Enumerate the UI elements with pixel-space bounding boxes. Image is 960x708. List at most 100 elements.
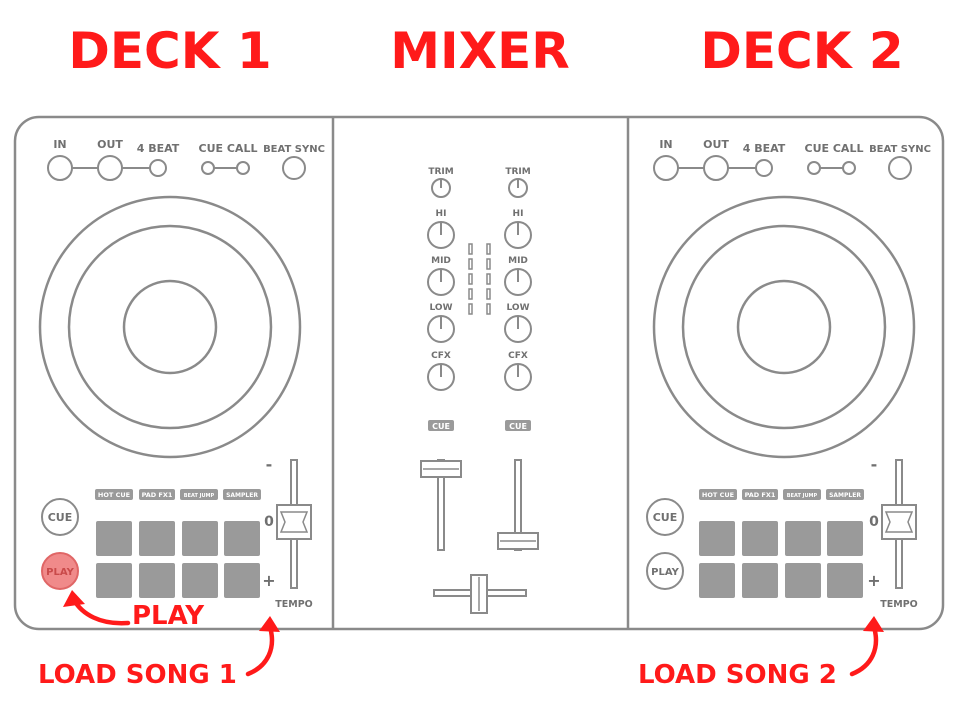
deck2-pad[interactable] — [742, 563, 778, 598]
load-song-2-arrowhead — [863, 616, 884, 632]
deck2-cue-call-prev-button[interactable] — [807, 161, 821, 175]
deck1-heading: DECK 1 — [68, 22, 271, 80]
ch2-cfx-label: CFX — [508, 351, 528, 361]
deck2-play-button[interactable] — [646, 552, 684, 590]
deck1-panel: IN OUT 4 BEAT CUE CALL BEAT SYNC HOT CUE… — [38, 138, 325, 610]
deck1-cue-call-prev-button[interactable] — [201, 161, 215, 175]
deck2-pad[interactable] — [785, 563, 821, 598]
deck1-4beat-button[interactable] — [149, 159, 167, 177]
deck1-tempo-fader[interactable] — [276, 504, 312, 540]
deck2-in-label: IN — [659, 138, 672, 151]
deck1-jog-wheel-center — [122, 279, 218, 375]
load-song-1-arrow — [245, 624, 275, 677]
deck1-4beat-label: 4 BEAT — [137, 142, 180, 155]
deck2-pad[interactable] — [699, 563, 735, 598]
deck2-jog-wheel-ring — [681, 224, 887, 430]
ch2-cue-button[interactable] — [505, 420, 531, 431]
deck1-sampler-mode-button[interactable] — [223, 489, 261, 500]
deck2-pad[interactable] — [827, 563, 863, 598]
deck1-cue-label: CUE — [48, 511, 73, 524]
deck1-pad[interactable] — [96, 521, 132, 556]
deck1-jog-wheel[interactable] — [38, 195, 302, 459]
deck2-hot-cue-mode-label: HOT CUE — [702, 491, 734, 499]
deck1-beat-sync-label: BEAT SYNC — [263, 144, 325, 155]
annotations: PLAY LOAD SONG 1 LOAD SONG 2 — [38, 590, 884, 690]
deck2-beat-jump-mode-button[interactable] — [783, 489, 821, 500]
deck1-pad[interactable] — [182, 521, 218, 556]
ch1-hi-label: HI — [436, 209, 447, 219]
deck2-play-label: PLAY — [651, 567, 679, 578]
deck2-pad[interactable] — [742, 521, 778, 556]
deck1-pad[interactable] — [182, 563, 218, 598]
deck2-panel: IN OUT 4 BEAT CUE CALL BEAT SYNC HOT CUE… — [646, 138, 931, 610]
deck2-pad[interactable] — [699, 521, 735, 556]
deck1-out-label: OUT — [97, 138, 123, 151]
deck2-cue-button[interactable] — [646, 498, 684, 536]
deck1-beat-jump-mode-label: BEAT JUMP — [184, 493, 215, 499]
ch2-level-meter — [486, 243, 491, 315]
deck2-pad-fx1-mode-button[interactable] — [742, 489, 778, 500]
deck2-jog-wheel[interactable] — [652, 195, 916, 459]
deck1-pad[interactable] — [96, 563, 132, 598]
deck1-pad[interactable] — [224, 563, 260, 598]
deck1-hot-cue-mode-label: HOT CUE — [98, 491, 130, 499]
deck1-cue-call-label: CUE CALL — [199, 142, 258, 155]
deck2-loop-in-button[interactable] — [653, 155, 679, 181]
load-song-1-annotation: LOAD SONG 1 — [38, 660, 237, 690]
play-arrowhead — [63, 590, 85, 607]
ch1-trim-label: TRIM — [428, 167, 453, 177]
deck1-tempo-label: TEMPO — [275, 599, 312, 610]
deck1-play-label: PLAY — [46, 567, 74, 578]
deck2-hot-cue-mode-button[interactable] — [699, 489, 737, 500]
mixer-panel: TRIM HI MID LOW CFX TRIM HI MID LOW CFX — [420, 167, 539, 614]
ch2-hi-label: HI — [513, 209, 524, 219]
deck2-loop-out-button[interactable] — [703, 155, 729, 181]
deck2-beat-sync-button[interactable] — [888, 156, 912, 180]
controller-body — [13, 115, 945, 631]
ch1-cfx-label: CFX — [431, 351, 451, 361]
ch1-low-label: LOW — [430, 303, 453, 313]
deck2-cue-call-next-button[interactable] — [842, 161, 856, 175]
deck2-4beat-label: 4 BEAT — [743, 142, 786, 155]
deck2-pad-fx1-mode-label: PAD FX1 — [745, 491, 776, 499]
deck1-jog-wheel-ring — [67, 224, 273, 430]
deck1-beat-sync-button[interactable] — [282, 156, 306, 180]
mixer-heading: MIXER — [390, 22, 570, 80]
deck1-play-button[interactable] — [41, 552, 79, 590]
ch2-mid-label: MID — [508, 256, 528, 266]
deck2-jog-wheel-center — [736, 279, 832, 375]
deck1-loop-in-button[interactable] — [47, 155, 73, 181]
deck1-pad-fx1-mode-label: PAD FX1 — [142, 491, 173, 499]
deck2-out-label: OUT — [703, 138, 729, 151]
deck2-4beat-button[interactable] — [755, 159, 773, 177]
deck2-tempo-zero: 0 — [869, 514, 879, 530]
deck2-heading: DECK 2 — [700, 22, 903, 80]
ch2-cue-label: CUE — [509, 422, 527, 431]
deck1-sampler-mode-label: SAMPLER — [226, 492, 258, 499]
deck1-pad-fx1-mode-button[interactable] — [139, 489, 175, 500]
ch1-cue-button[interactable] — [428, 420, 454, 431]
deck1-hot-cue-mode-button[interactable] — [95, 489, 133, 500]
deck2-cue-call-label: CUE CALL — [805, 142, 864, 155]
deck1-pad[interactable] — [139, 563, 175, 598]
deck2-beat-sync-label: BEAT SYNC — [869, 144, 931, 155]
deck1-pad[interactable] — [139, 521, 175, 556]
deck1-pad[interactable] — [224, 521, 260, 556]
ch2-trim-label: TRIM — [505, 167, 530, 177]
deck1-loop-out-button[interactable] — [97, 155, 123, 181]
deck1-beat-jump-mode-button[interactable] — [180, 489, 218, 500]
deck2-sampler-mode-label: SAMPLER — [829, 492, 861, 499]
deck2-pad[interactable] — [785, 521, 821, 556]
deck1-tempo-plus: + — [262, 571, 275, 590]
deck1-cue-button[interactable] — [41, 498, 79, 536]
deck2-tempo-fader[interactable] — [881, 504, 917, 540]
deck2-pad[interactable] — [827, 521, 863, 556]
ch1-level-meter — [468, 243, 473, 315]
deck2-cue-label: CUE — [653, 511, 678, 524]
load-song-2-arrow — [849, 624, 879, 677]
deck1-cue-call-next-button[interactable] — [236, 161, 250, 175]
load-song-1-arrowhead — [259, 616, 280, 632]
load-song-2-annotation: LOAD SONG 2 — [638, 660, 837, 690]
deck2-sampler-mode-button[interactable] — [826, 489, 864, 500]
